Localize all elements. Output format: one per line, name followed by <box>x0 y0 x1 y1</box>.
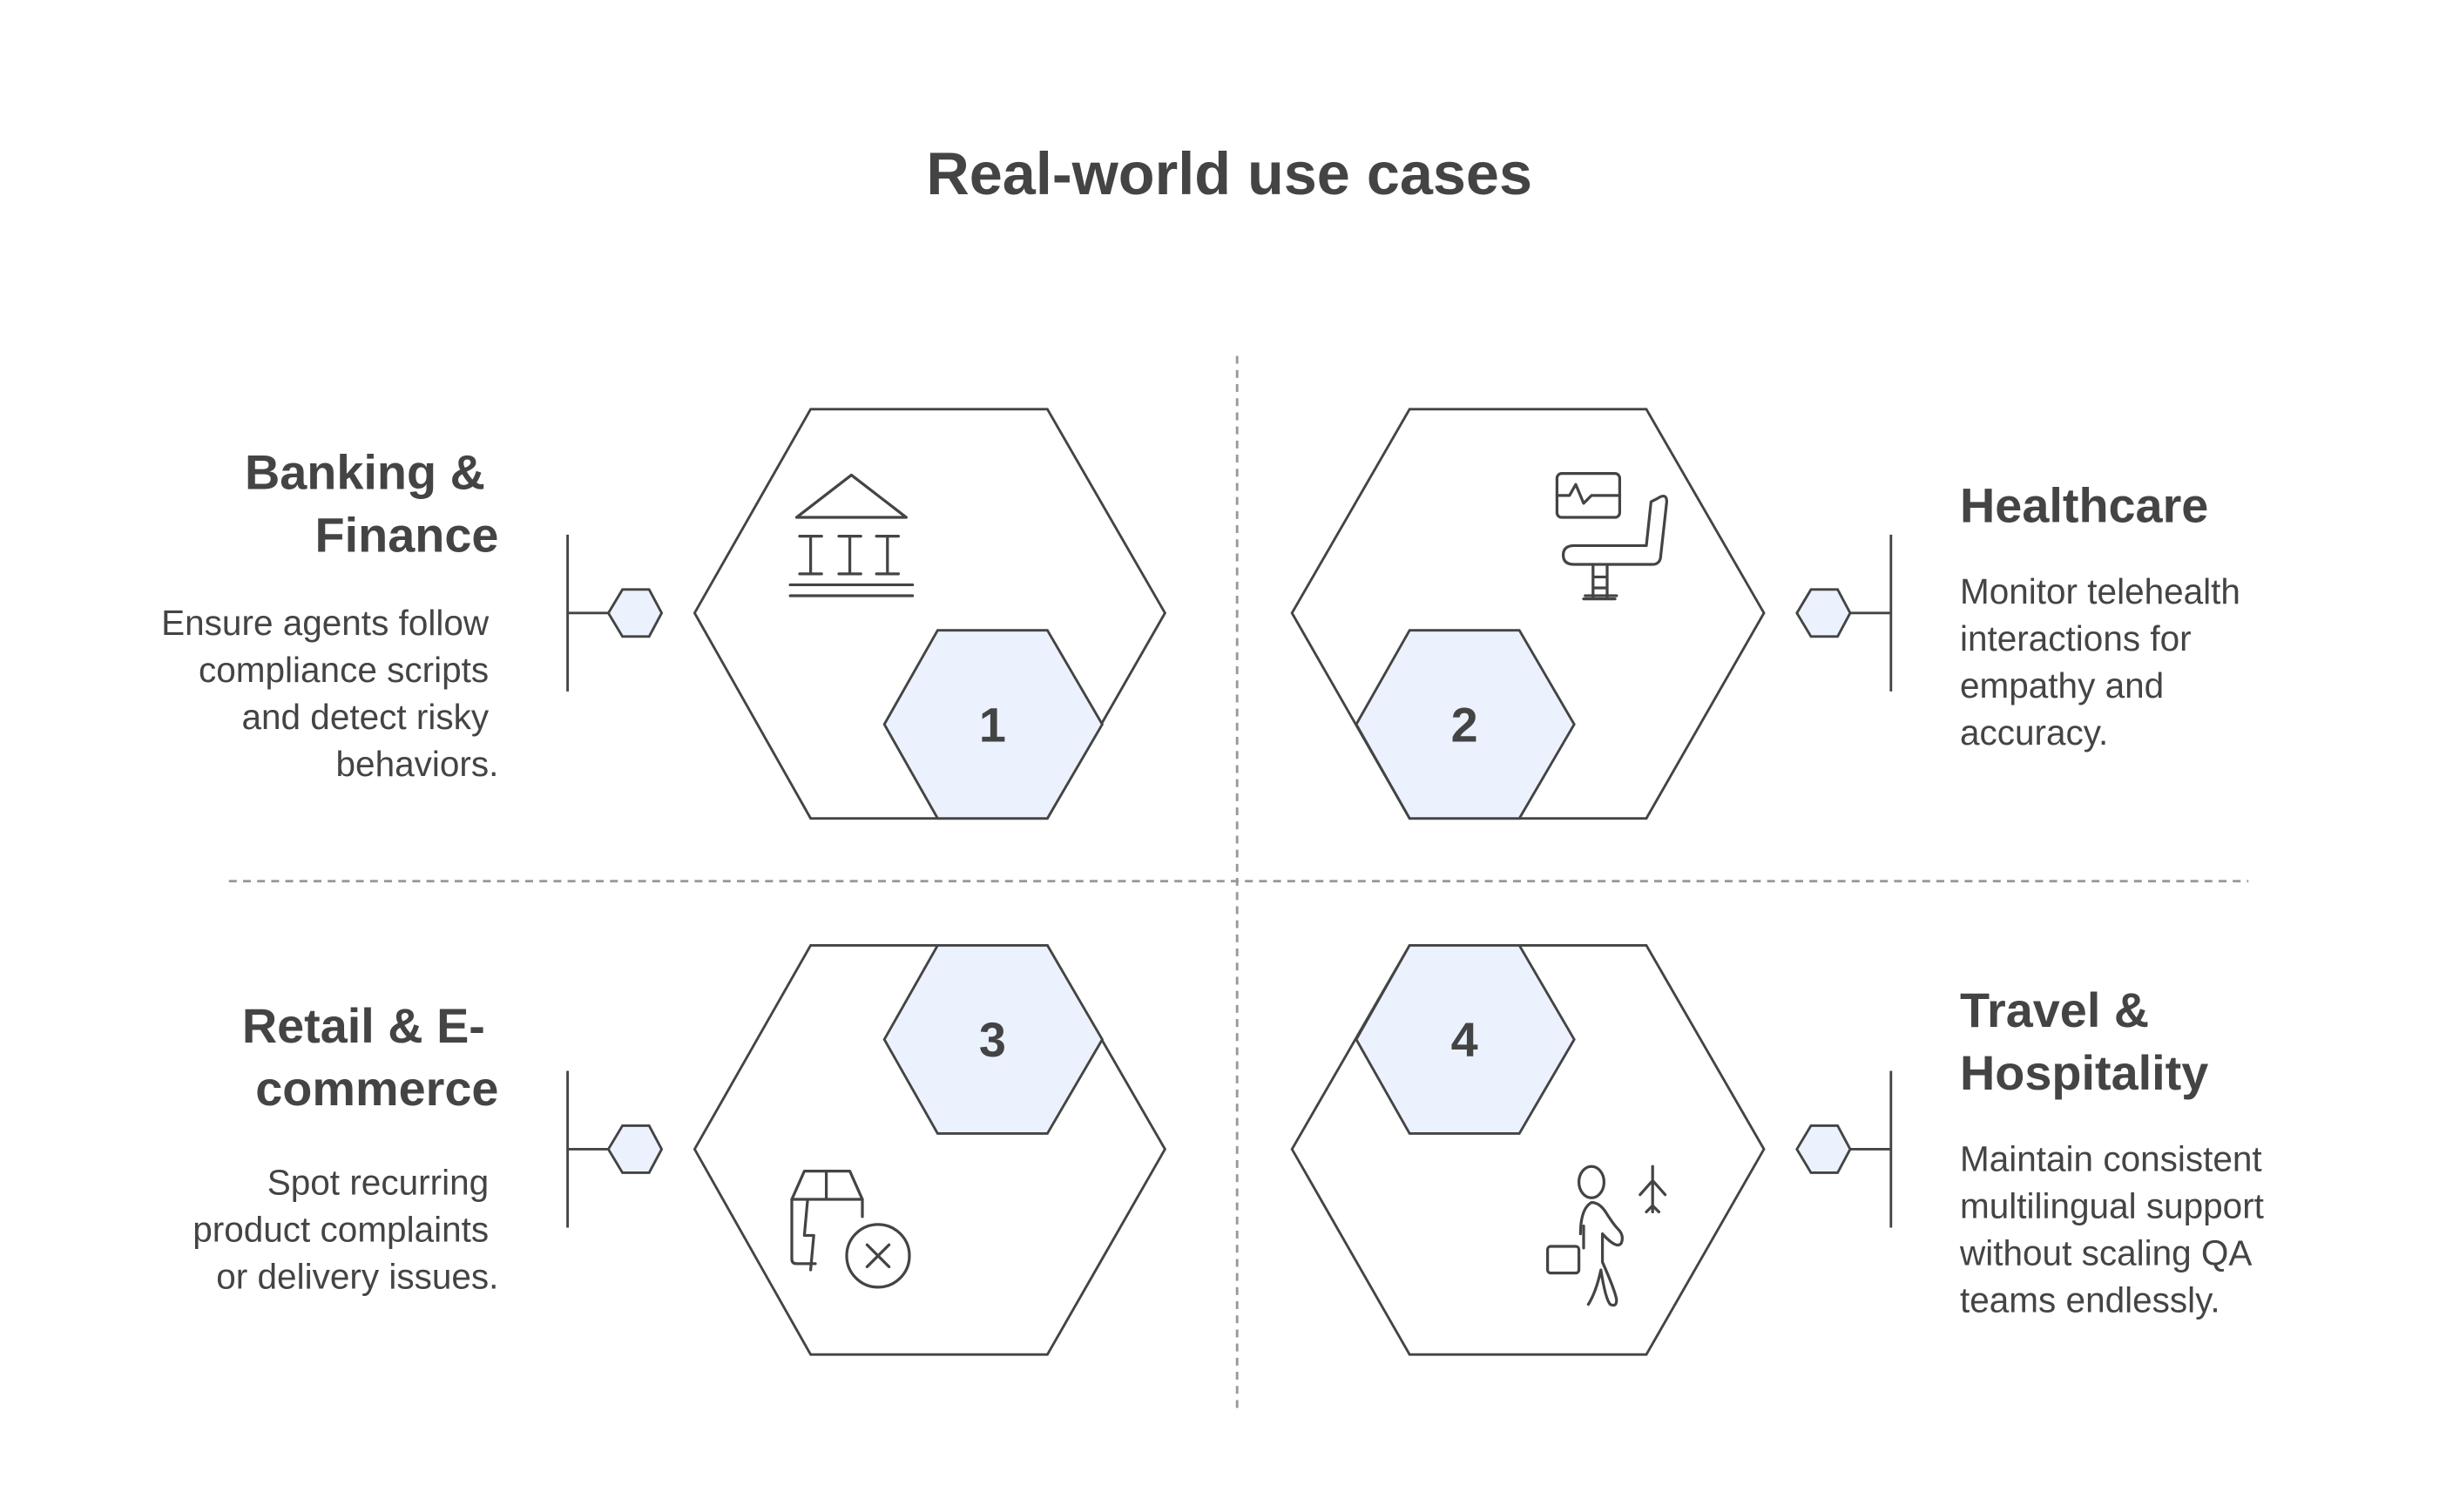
case-3-description: Spot recurring product complaints or del… <box>193 1163 498 1297</box>
case-1-hexagon <box>693 408 1167 820</box>
page-title: Real-world use cases <box>926 141 1532 207</box>
case-2: 2 Healthcare Monitor telehealth interact… <box>1290 408 2250 820</box>
case-4-description: Maintain consistent multilingual support… <box>1959 1139 2274 1320</box>
bank-icon <box>788 473 915 597</box>
case-1-title: Banking & Finance <box>245 445 498 563</box>
case-3: 3 Retail & E- commerce Spot recurring pr… <box>193 943 1167 1356</box>
case-1-number: 1 <box>979 697 1006 752</box>
case-3-hexagon <box>693 943 1167 1356</box>
damaged-package-icon <box>790 1170 911 1289</box>
case-3-connector-hexagon <box>606 1124 664 1174</box>
case-2-number: 2 <box>1451 697 1478 752</box>
case-4-number: 4 <box>1451 1012 1478 1067</box>
case-3-number-hexagon <box>882 943 1105 1135</box>
case-2-description: Monitor telehealth interactions for empa… <box>1960 571 2250 753</box>
case-1: 1 Banking & Finance Ensure agents follow… <box>161 408 1167 820</box>
case-2-connector-hexagon <box>1795 588 1852 638</box>
case-1-description: Ensure agents follow compliance scripts … <box>161 603 498 784</box>
case-3-title: Retail & E- commerce <box>242 998 499 1116</box>
case-4-connector-hexagon <box>1795 1124 1852 1174</box>
traveler-airplane-icon <box>1545 1164 1667 1307</box>
medical-chair-monitor-icon <box>1555 472 1669 601</box>
case-4-title: Travel & Hospitality <box>1960 982 2208 1100</box>
case-4-number-hexagon <box>1355 943 1576 1135</box>
case-2-number-hexagon <box>1355 629 1576 820</box>
case-2-title: Healthcare <box>1960 477 2208 532</box>
case-1-number-hexagon <box>882 629 1105 820</box>
case-3-number: 3 <box>979 1012 1006 1067</box>
case-1-connector-hexagon <box>606 588 664 638</box>
case-4: 4 Travel & Hospitality Maintain consiste… <box>1290 943 2274 1356</box>
